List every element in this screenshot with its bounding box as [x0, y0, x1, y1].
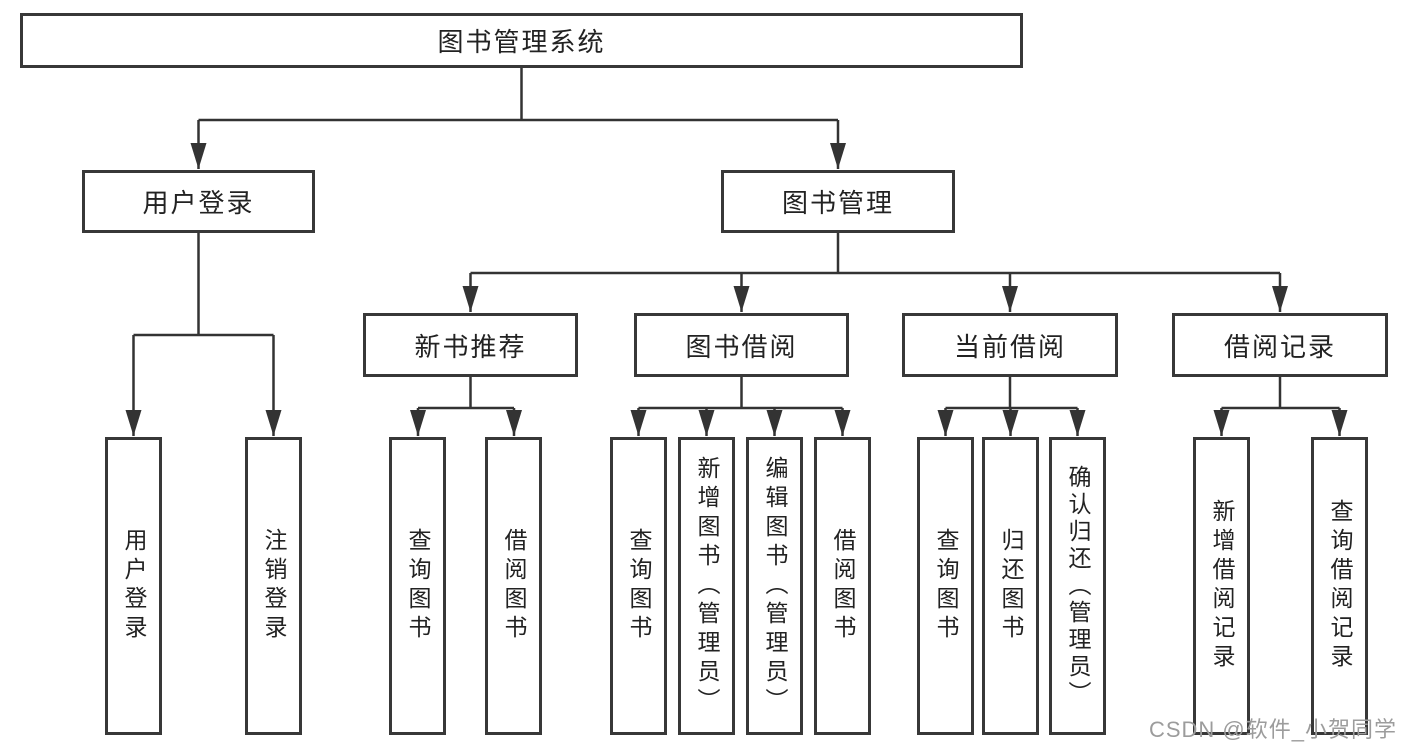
node-label: 图书借阅: [685, 331, 798, 362]
leaf-logout-login: 注销登录: [245, 437, 302, 735]
node-label: 借阅图书: [830, 528, 856, 644]
leaf-bb-edit-book-admin: 编辑图书（管理员）: [746, 437, 803, 735]
node-label: 借阅记录: [1223, 331, 1336, 362]
leaf-bb-query-book: 查询图书: [610, 437, 667, 735]
node-user-login: 用户登录: [82, 170, 315, 233]
node-label: 确认归还（管理员）: [1065, 464, 1091, 708]
leaf-cb-return-book: 归还图书: [982, 437, 1039, 735]
csdn-watermark: CSDN @软件_小贺同学: [1148, 717, 1397, 742]
leaf-cb-confirm-return-admin: 确认归还（管理员）: [1049, 437, 1106, 735]
node-book-management: 图书管理: [721, 170, 955, 233]
leaf-rec-query-book: 查询图书: [389, 437, 446, 735]
leaf-br-query-record: 查询借阅记录: [1311, 437, 1368, 735]
node-label: 当前借阅: [953, 331, 1066, 362]
leaf-br-add-record: 新增借阅记录: [1193, 437, 1250, 735]
node-label: 注销登录: [261, 528, 287, 644]
node-book-borrow: 图书借阅: [634, 313, 849, 377]
node-label: 查询图书: [405, 528, 431, 644]
node-label: 新书推荐: [414, 331, 527, 362]
node-label: 查询借阅记录: [1327, 499, 1353, 673]
node-new-book-recommend: 新书推荐: [363, 313, 578, 377]
node-book-management-system: 图书管理系统: [20, 13, 1023, 68]
node-borrow-records: 借阅记录: [1172, 313, 1388, 377]
node-label: 用户登录: [121, 528, 147, 644]
node-label: 图书管理: [781, 188, 894, 218]
leaf-bb-add-book-admin: 新增图书（管理员）: [678, 437, 735, 735]
leaf-cb-query-book: 查询图书: [917, 437, 974, 735]
leaf-rec-borrow-book: 借阅图书: [485, 437, 542, 735]
node-label: 查询图书: [933, 528, 959, 644]
node-label: 图书管理系统: [437, 27, 606, 57]
node-label: 借阅图书: [501, 528, 527, 644]
node-label: 归还图书: [998, 528, 1024, 644]
node-label: 新增图书（管理员）: [694, 455, 720, 717]
node-label: 用户登录: [142, 188, 255, 218]
leaf-user-login: 用户登录: [105, 437, 162, 735]
node-label: 编辑图书（管理员）: [762, 455, 788, 717]
node-current-borrow: 当前借阅: [902, 313, 1118, 377]
node-label: 新增借阅记录: [1209, 499, 1235, 673]
node-label: 查询图书: [626, 528, 652, 644]
leaf-bb-borrow-book: 借阅图书: [814, 437, 871, 735]
